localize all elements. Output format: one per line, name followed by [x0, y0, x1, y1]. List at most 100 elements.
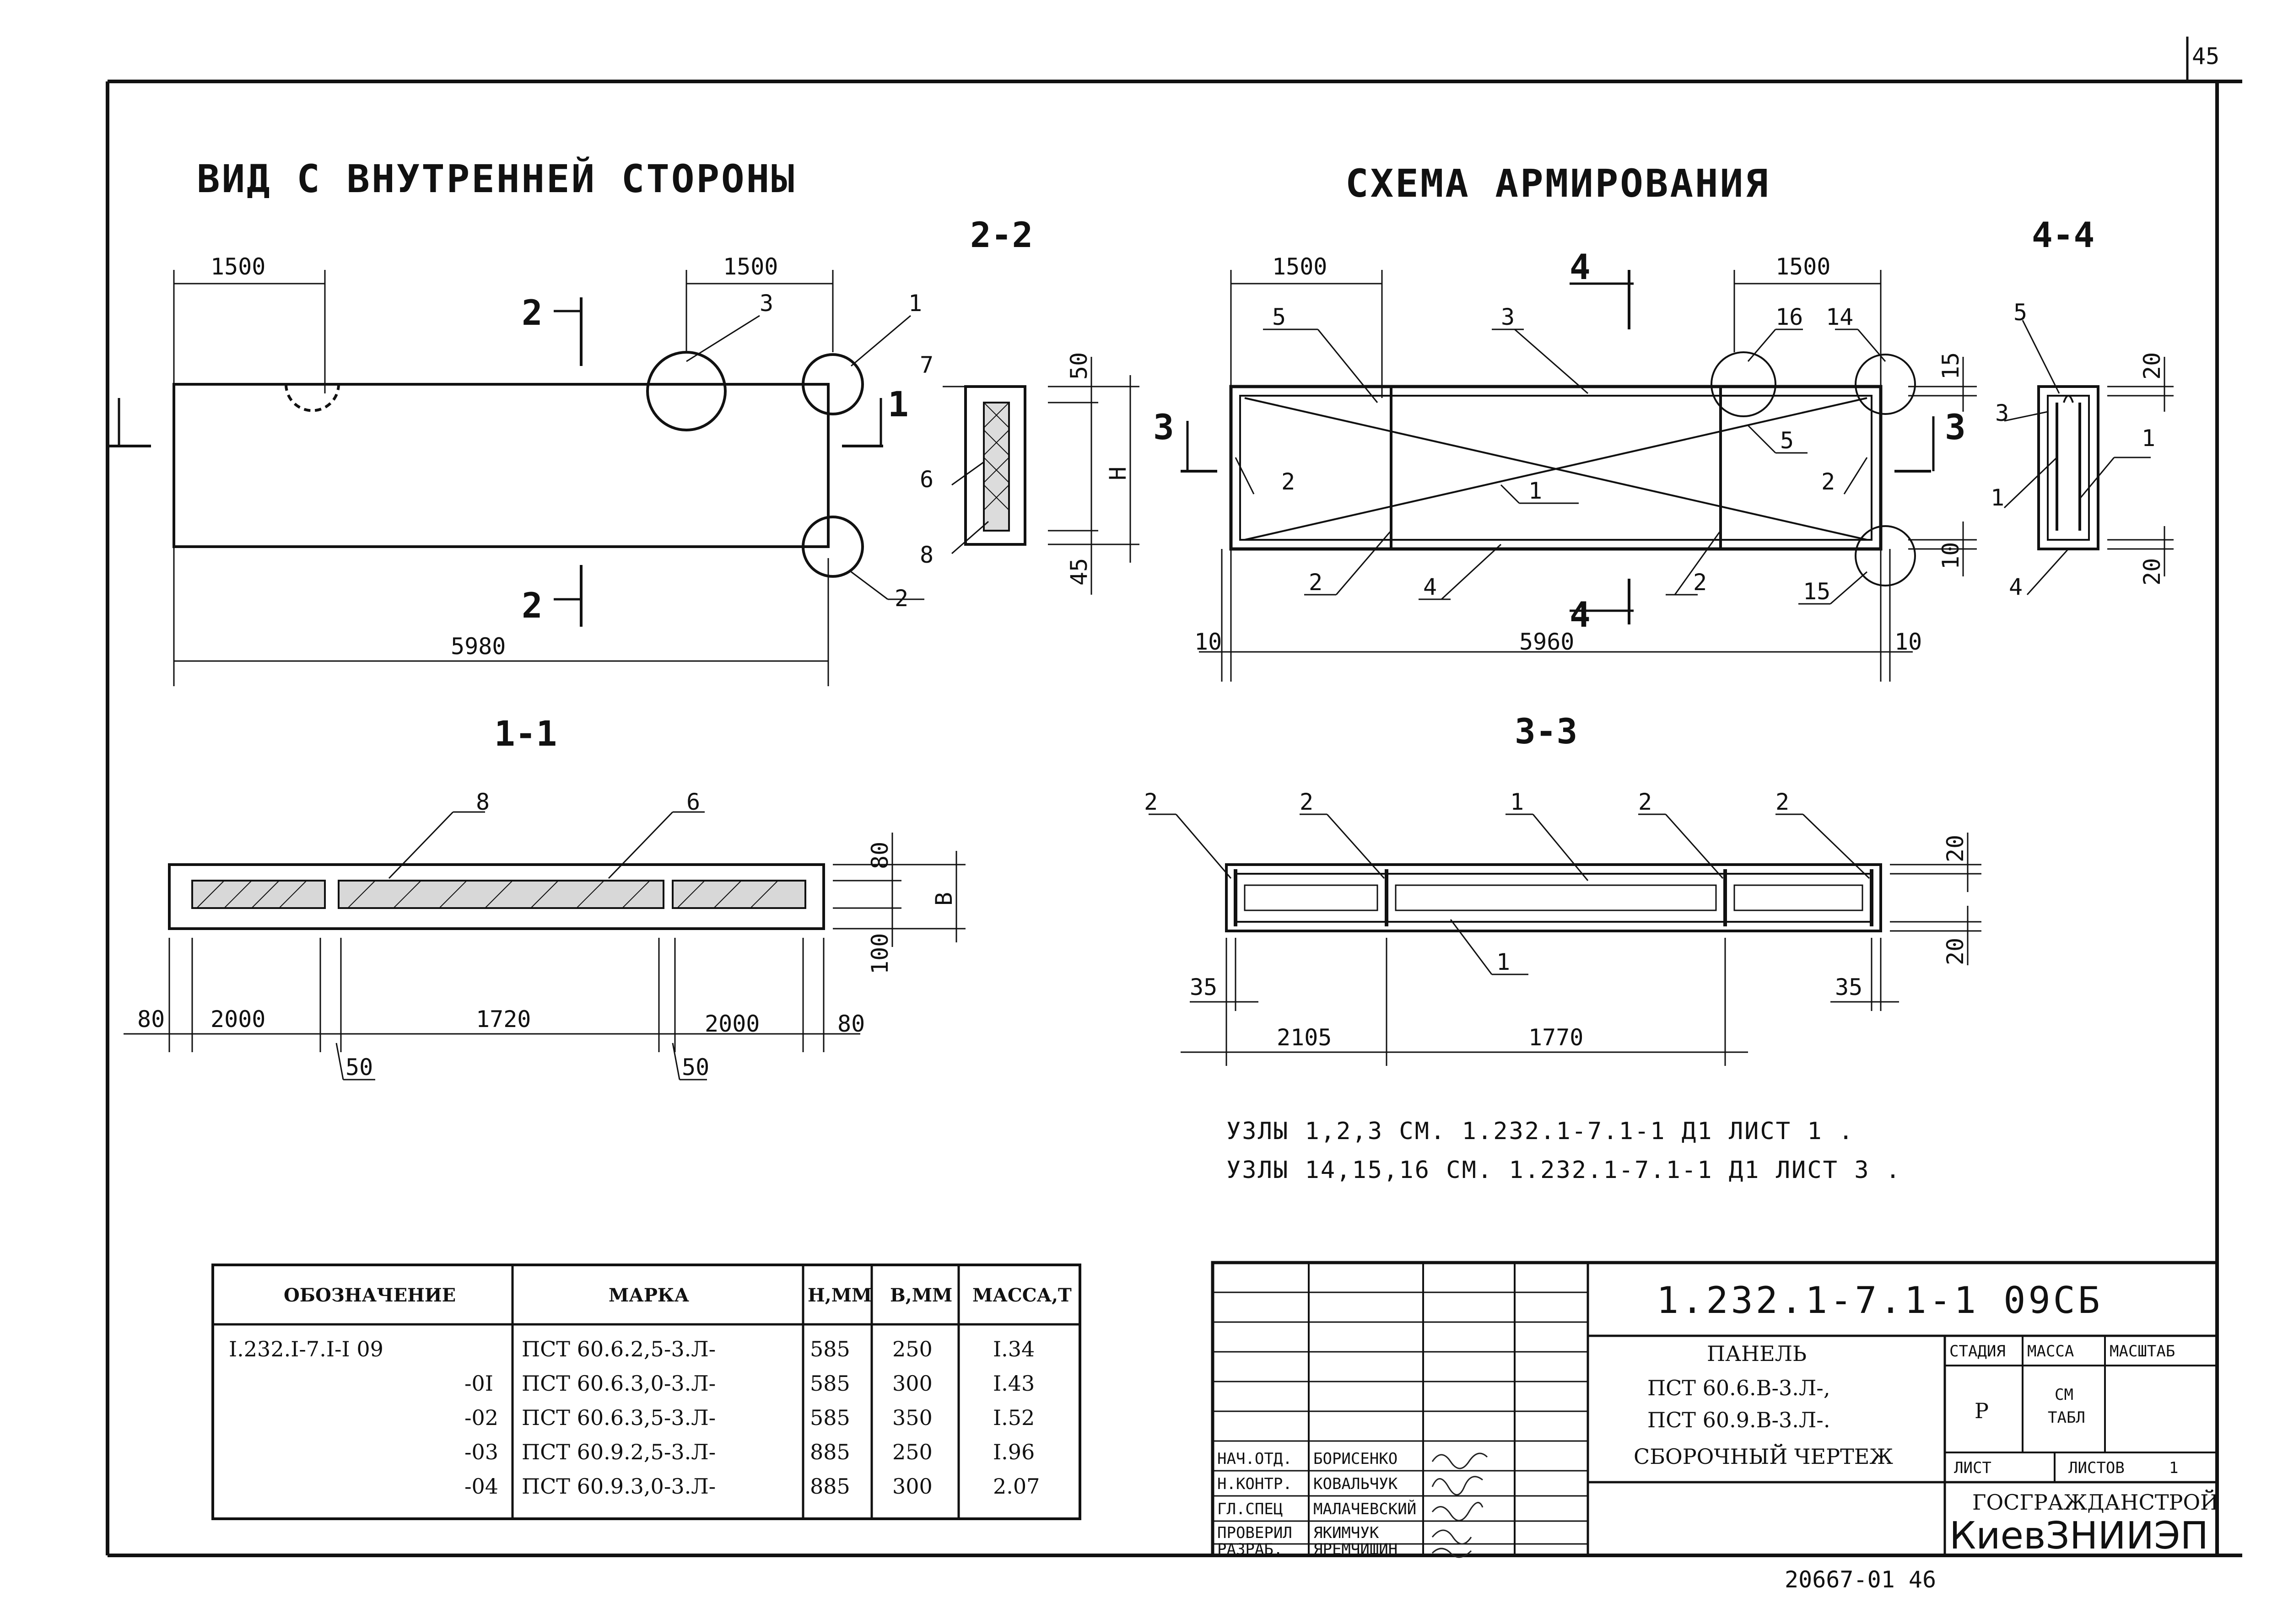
stage-value: Р	[1975, 1398, 1989, 1423]
dim-1-1-v100: 100	[867, 933, 893, 974]
signature-rows: НАЧ.ОТД. БОРИСЕНКО Н.КОНТР. КОВАЛЬЧУК ГЛ…	[1217, 1450, 1416, 1559]
section-4-4-title: 4-4	[2032, 215, 2094, 255]
org-top: ГОСГРАЖДАНСТРОЙ	[1972, 1489, 2218, 1515]
spec-cell: 585	[810, 1405, 850, 1430]
person-name: КОВАЛЬЧУК	[1313, 1475, 1398, 1493]
dim-45: 45	[1066, 558, 1092, 586]
spec-cell: 885	[810, 1474, 850, 1499]
role-label: РАЗРАБ.	[1217, 1540, 1283, 1559]
sheets-value: 1	[2169, 1459, 2178, 1477]
spec-cell: I.34	[993, 1337, 1035, 1361]
cut-mark-2-lower: 2	[522, 585, 543, 626]
spec-cell: 250	[892, 1440, 933, 1464]
dim-total-5980: 5980	[451, 633, 506, 660]
cut-mark-2-upper: 2	[522, 292, 543, 333]
callout-1-left: 1	[908, 290, 922, 317]
dim-r-1500-right: 1500	[1775, 253, 1830, 280]
mass-value-1: СМ	[2055, 1386, 2073, 1404]
archive-number: 20667-01 46	[1785, 1566, 1936, 1593]
title-name-1: ПАНЕЛЬ	[1707, 1341, 1807, 1366]
dim-r-5960: 5960	[1519, 629, 1574, 655]
spec-header-mass: МАССА,Т	[972, 1285, 1072, 1306]
spec-cell: -02	[464, 1405, 498, 1430]
section-1-1-drawing	[168, 811, 825, 930]
dim-1-1-50a: 50	[345, 1054, 373, 1081]
section-3-3-drawing	[1149, 813, 1882, 975]
callout-r-14: 14	[1826, 304, 1853, 330]
dim-1-1-80b: 80	[837, 1011, 865, 1037]
dim-1-1-vB: B	[931, 892, 957, 906]
spec-row: -04 ПСТ 60.9.3,0-3.Л- 885 300 2.07	[464, 1474, 1040, 1499]
spec-cell: 2.07	[993, 1474, 1040, 1499]
callout-3-left: 3	[760, 290, 773, 317]
dim-1-1-v80: 80	[867, 842, 893, 869]
dim-3-3-35a: 35	[1190, 974, 1217, 1000]
cut-mark-3-left: 3	[1153, 407, 1174, 447]
callout-8-s22: 8	[920, 542, 934, 568]
org-bottom: КиевЗНИИЭП	[1949, 1514, 2208, 1558]
section-2-2-drawing	[943, 357, 1139, 595]
left-view-title: ВИД С ВНУТРЕННЕЙ СТОРОНЫ	[197, 156, 796, 201]
spec-cell: ПСТ 60.9.2,5-3.Л-	[522, 1440, 716, 1464]
section-3-3-title: 3-3	[1515, 711, 1577, 752]
left-dimension-lines	[108, 270, 883, 686]
left-callout-leaders	[686, 315, 924, 600]
callout-r-5b: 5	[1780, 427, 1794, 454]
callout-r-3: 3	[1501, 304, 1515, 330]
dim-1-1-80a: 80	[137, 1006, 165, 1032]
spec-cell: 585	[810, 1371, 850, 1396]
dim-3-3-v20b: 20	[1942, 938, 1969, 965]
role-label: НАЧ.ОТД.	[1217, 1450, 1292, 1468]
person-name: МАЛАЧЕВСКИЙ	[1313, 1500, 1416, 1518]
spec-cell: ПСТ 60.9.3,0-3.Л-	[522, 1474, 716, 1499]
spec-cell: -04	[464, 1474, 498, 1499]
section-2-2-title: 2-2	[970, 215, 1033, 255]
spec-row: I.232.I-7.I-I 09 ПСТ 60.6.2,5-3.Л- 585 2…	[229, 1337, 1035, 1361]
dim-1-1-2000a: 2000	[210, 1006, 265, 1032]
cut-mark-1-right: 1	[888, 384, 909, 425]
callout-1-1-8: 8	[476, 789, 490, 815]
callout-s44-5: 5	[2013, 299, 2027, 326]
title-name-4: СБОРОЧНЫЙ ЧЕРТЕЖ	[1634, 1443, 1893, 1469]
spec-cell: I.96	[993, 1440, 1035, 1464]
dim-left-1500: 1500	[210, 253, 265, 280]
spec-cell: 585	[810, 1337, 850, 1361]
spec-cell: I.52	[993, 1405, 1035, 1430]
dim-r-10-right: 10	[1894, 629, 1922, 655]
dim-r-1500-left: 1500	[1272, 253, 1327, 280]
dim-1-1-2000b: 2000	[705, 1011, 760, 1037]
dim-r-10-bottom: 10	[1937, 542, 1964, 570]
spec-header-mark: МАРКА	[609, 1285, 689, 1306]
title-name-3: ПСТ 60.9.В-3.Л-.	[1647, 1408, 1830, 1432]
callout-r-15: 15	[1803, 578, 1830, 605]
callout-r-1: 1	[1528, 478, 1542, 504]
callout-6-s22: 6	[920, 466, 934, 493]
spec-cell: 250	[892, 1337, 933, 1361]
dim-s44-20-bottom: 20	[2139, 558, 2165, 586]
dim-3-3-v20a: 20	[1942, 835, 1969, 862]
dim-s44-20-top: 20	[2139, 352, 2165, 380]
callout-r-2b: 2	[1821, 468, 1835, 495]
callout-2-left: 2	[895, 585, 908, 612]
callout-r-2d: 2	[1693, 569, 1707, 596]
spec-cell: ПСТ 60.6.3,0-3.Л-	[522, 1371, 716, 1396]
spec-cell: 300	[892, 1474, 933, 1499]
spec-row: -0I ПСТ 60.6.3,0-3.Л- 585 300 I.43	[464, 1371, 1035, 1396]
dim-3-3-35b: 35	[1835, 974, 1862, 1000]
panel-outline-left	[173, 351, 864, 578]
spec-row: -03 ПСТ 60.9.2,5-3.Л- 885 250 I.96	[464, 1440, 1035, 1464]
sheet-label: ЛИСТ	[1954, 1459, 1991, 1477]
dim-right-1500: 1500	[723, 253, 778, 280]
title-block	[1211, 1261, 2219, 1557]
callout-s44-1b: 1	[2142, 425, 2155, 452]
callout-3-3-2d: 2	[1775, 789, 1789, 815]
section-4-4-drawing	[2003, 320, 2174, 596]
spec-row: -02 ПСТ 60.6.3,5-3.Л- 585 350 I.52	[464, 1405, 1035, 1430]
page-number: 45	[2192, 43, 2219, 70]
callout-r-4: 4	[1423, 574, 1437, 600]
right-dimension-lines	[1181, 270, 1977, 682]
right-view-title: СХЕМА АРМИРОВАНИЯ	[1345, 161, 1770, 206]
callout-3-3-2a: 2	[1144, 789, 1158, 815]
note-line-1: УЗЛЫ 1,2,3 СМ. 1.232.1-7.1-1 Д1 ЛИСТ 1 .	[1226, 1118, 1854, 1145]
callout-r-5: 5	[1272, 304, 1286, 330]
